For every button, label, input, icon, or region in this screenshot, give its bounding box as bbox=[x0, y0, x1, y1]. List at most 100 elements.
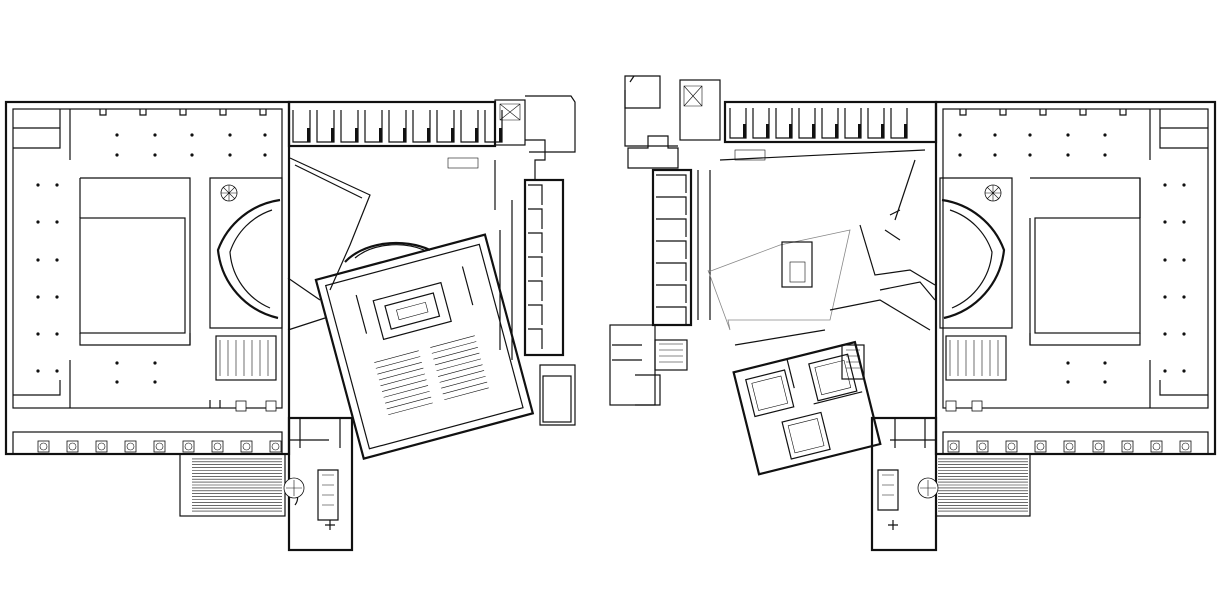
cell-door bbox=[403, 128, 406, 142]
column-dot bbox=[1103, 361, 1107, 365]
left-column-grid bbox=[36, 133, 267, 384]
right-top-cells bbox=[624, 75, 938, 169]
column-dot bbox=[958, 133, 962, 137]
column-dot bbox=[1163, 258, 1167, 262]
column-dot bbox=[153, 380, 157, 384]
cell-room bbox=[436, 110, 455, 143]
column-dot bbox=[1103, 153, 1107, 157]
portico-column bbox=[153, 440, 166, 453]
column-dot bbox=[190, 133, 194, 137]
seat-row bbox=[436, 358, 482, 372]
portico-column-round bbox=[271, 442, 280, 451]
portico-column-round bbox=[39, 442, 48, 451]
column-dot bbox=[36, 183, 40, 187]
cell-door bbox=[835, 124, 838, 138]
seat-row bbox=[438, 364, 483, 377]
portico-column-round bbox=[1123, 442, 1132, 451]
portico-column bbox=[1179, 440, 1192, 453]
column-dot bbox=[55, 258, 59, 262]
cell-room bbox=[729, 108, 747, 139]
cell-door bbox=[858, 124, 861, 138]
portico-column-round bbox=[949, 442, 958, 451]
plan-left bbox=[4, 95, 576, 552]
column-dot bbox=[263, 133, 267, 137]
seat-row bbox=[444, 387, 489, 401]
column-dot bbox=[1182, 295, 1186, 299]
cell-room bbox=[340, 110, 359, 143]
column-dot bbox=[55, 183, 59, 187]
left-south-annex bbox=[283, 416, 354, 552]
cell-room bbox=[798, 108, 816, 139]
cell-door bbox=[451, 128, 454, 142]
column-dot bbox=[228, 133, 232, 137]
seat-row bbox=[430, 335, 475, 348]
cell-door bbox=[475, 128, 478, 142]
cell-door bbox=[427, 128, 430, 142]
portico-column-round bbox=[1181, 442, 1190, 451]
portico-column-round bbox=[126, 442, 135, 451]
seat-row bbox=[431, 341, 477, 354]
right-side-cells bbox=[609, 149, 766, 406]
portico-column bbox=[66, 440, 79, 453]
cell-room bbox=[656, 262, 687, 281]
cell-room bbox=[656, 306, 687, 325]
column-dot bbox=[36, 220, 40, 224]
right-rotunda bbox=[939, 177, 1013, 412]
portico-column-round bbox=[97, 442, 106, 451]
seat-row bbox=[439, 370, 485, 383]
cell-room bbox=[752, 108, 770, 139]
column-dot bbox=[263, 153, 267, 157]
column-dot bbox=[1028, 133, 1032, 137]
left-top-cells bbox=[287, 95, 576, 153]
column-dot bbox=[190, 153, 194, 157]
portico-column bbox=[37, 440, 50, 453]
portico-column-round bbox=[1152, 442, 1161, 451]
cell-room bbox=[656, 240, 687, 259]
column-dot bbox=[55, 220, 59, 224]
cell-door bbox=[331, 128, 334, 142]
right-lobby-walls bbox=[707, 149, 936, 380]
column-dot bbox=[55, 369, 59, 373]
column-dot bbox=[1182, 183, 1186, 187]
column-dot bbox=[115, 361, 119, 365]
column-dot bbox=[36, 332, 40, 336]
column-dot bbox=[36, 369, 40, 373]
portico-column bbox=[240, 440, 253, 453]
cell-door bbox=[789, 124, 792, 138]
column-dot bbox=[228, 153, 232, 157]
column-dot bbox=[36, 258, 40, 262]
column-dot bbox=[115, 380, 119, 384]
seat-row bbox=[375, 356, 421, 369]
cell-door bbox=[812, 124, 815, 138]
column-dot bbox=[1163, 183, 1167, 187]
cell-room bbox=[528, 256, 543, 277]
cell-door bbox=[499, 128, 502, 142]
cell-room bbox=[656, 284, 687, 303]
column-dot bbox=[1066, 153, 1070, 157]
seat-row bbox=[386, 396, 432, 410]
cell-room bbox=[528, 232, 543, 253]
cell-room bbox=[484, 110, 503, 143]
column-dot bbox=[1182, 332, 1186, 336]
portico-column bbox=[1034, 440, 1047, 453]
column-dot bbox=[1103, 380, 1107, 384]
column-dot bbox=[1028, 153, 1032, 157]
portico-column-round bbox=[978, 442, 987, 451]
portico-column-round bbox=[213, 442, 222, 451]
portico-column bbox=[95, 440, 108, 453]
cell-door bbox=[766, 124, 769, 138]
cell-room bbox=[528, 280, 543, 301]
portico-column-round bbox=[1036, 442, 1045, 451]
portico-column-round bbox=[242, 442, 251, 451]
right-south-annex bbox=[870, 416, 939, 552]
left-main-block bbox=[4, 100, 291, 517]
column-dot bbox=[1163, 295, 1167, 299]
column-dot bbox=[1182, 258, 1186, 262]
right-main-block bbox=[934, 100, 1217, 517]
column-dot bbox=[1182, 220, 1186, 224]
column-dot bbox=[1182, 369, 1186, 373]
left-side-cells bbox=[523, 139, 576, 426]
cell-room bbox=[656, 196, 687, 215]
column-dot bbox=[958, 153, 962, 157]
column-dot bbox=[153, 361, 157, 365]
